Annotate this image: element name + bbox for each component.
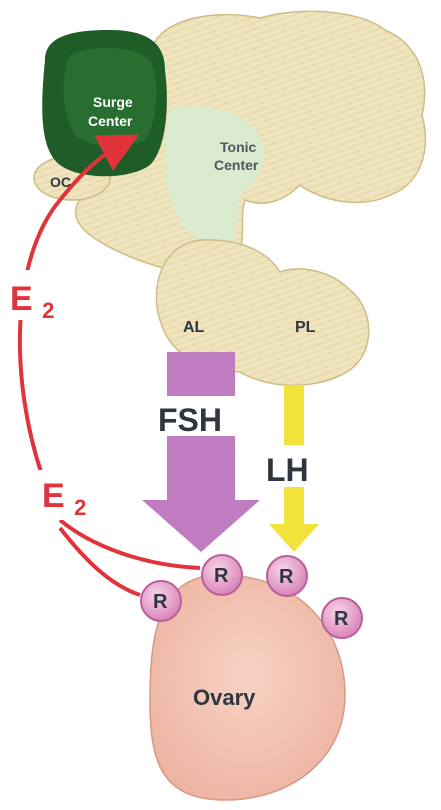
e2-label-bottom: E 2 xyxy=(35,470,95,520)
e2-top-sub: 2 xyxy=(42,298,54,323)
ovary-label: Ovary xyxy=(193,685,256,710)
svg-text:R: R xyxy=(334,608,349,630)
tonic-center-label-line1: Tonic xyxy=(220,139,257,155)
fsh-arrow: FSH xyxy=(142,352,260,552)
posterior-lobe-label: PL xyxy=(295,319,316,336)
anterior-lobe-label: AL xyxy=(183,319,205,336)
lh-arrow: LH xyxy=(262,385,326,552)
receptor: R xyxy=(322,598,362,638)
receptor: R xyxy=(141,581,181,621)
receptor: R xyxy=(267,556,307,596)
e2-bottom-main: E xyxy=(42,477,65,515)
e2-bottom-sub: 2 xyxy=(74,495,86,520)
surge-center-label-line1: Surge xyxy=(93,94,133,110)
lh-label: LH xyxy=(266,452,309,488)
tonic-center-label-line2: Center xyxy=(214,157,259,173)
e2-top-main: E xyxy=(10,280,33,318)
svg-text:R: R xyxy=(214,565,229,587)
surge-center-label-line2: Center xyxy=(88,113,133,129)
fsh-label: FSH xyxy=(158,402,222,438)
e2-label-top: E 2 xyxy=(2,270,62,323)
svg-text:R: R xyxy=(279,566,294,588)
receptor: R xyxy=(202,555,242,595)
svg-text:R: R xyxy=(153,591,168,613)
